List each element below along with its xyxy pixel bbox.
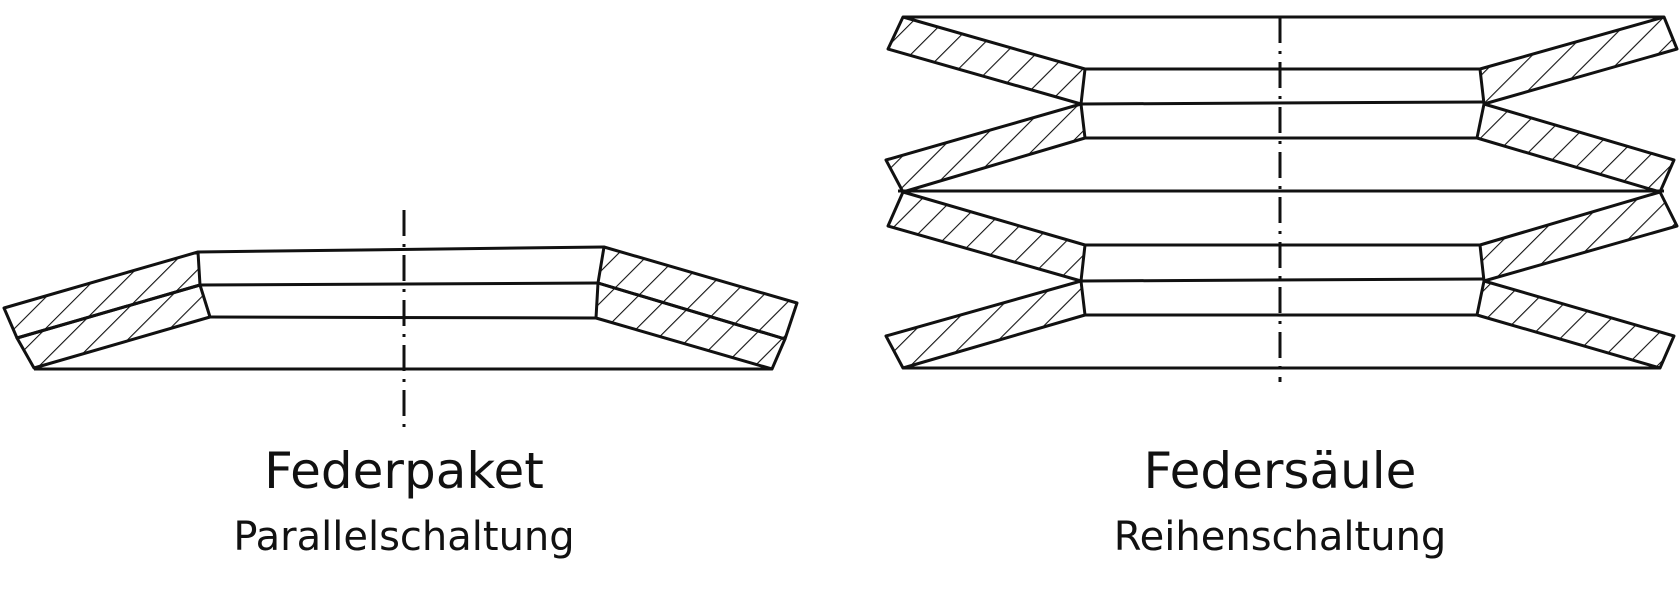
federpaket-subtitle: Parallelschaltung <box>233 514 575 560</box>
saeule-p1-bore-mid <box>1080 100 1485 106</box>
saeule-d2-right-section <box>1475 102 1676 194</box>
figure-federsaeule <box>884 15 1679 382</box>
saeule-d4-right-section <box>1475 279 1676 370</box>
federpaket-title: Federpaket <box>264 442 544 500</box>
saeule-p2-bore-mid <box>1080 277 1485 283</box>
figure-federpaket <box>2 210 799 428</box>
saeule-d3-left-section <box>886 190 1087 283</box>
federsaeule-title: Federsäule <box>1143 442 1417 500</box>
saeule-d2-left-section <box>884 102 1087 194</box>
paket-middle-bore-line <box>199 281 599 287</box>
saeule-d1-left-section <box>886 15 1087 106</box>
saeule-d3-right-section <box>1478 190 1679 283</box>
paket-top-bore-line <box>197 245 605 254</box>
saeule-d4-left-section <box>884 279 1087 370</box>
saeule-d1-right-section <box>1478 15 1679 106</box>
federsaeule-subtitle: Reihenschaltung <box>1113 514 1447 560</box>
